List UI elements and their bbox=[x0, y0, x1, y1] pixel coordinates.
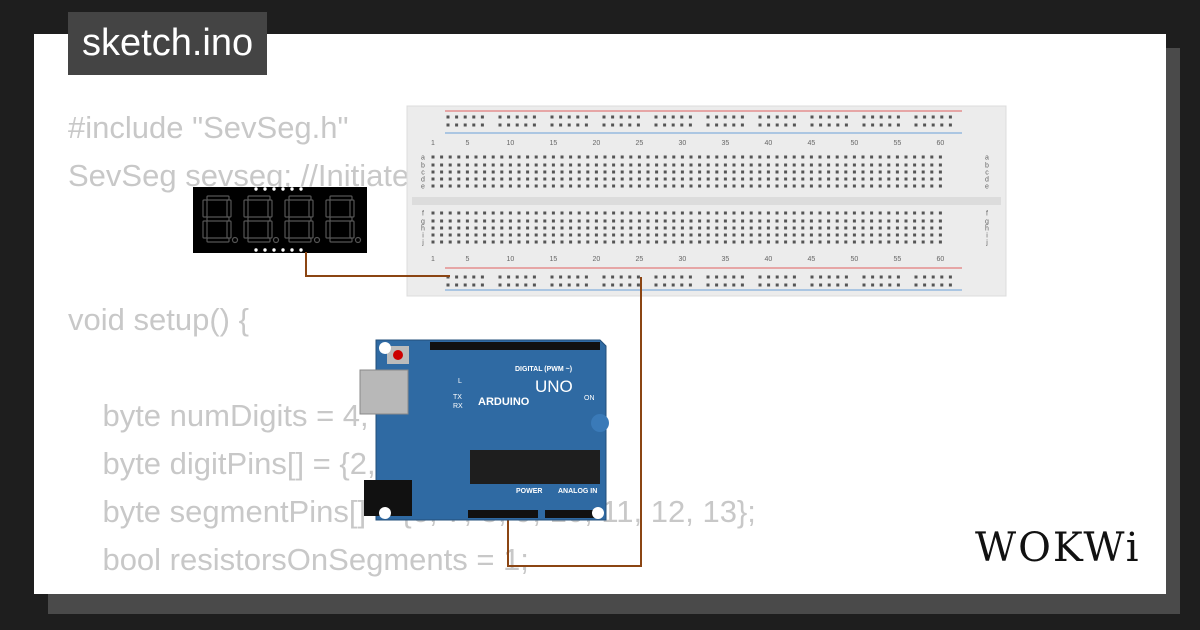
row-letter: h bbox=[421, 226, 425, 233]
code-line: #include "SevSeg.h" bbox=[68, 110, 349, 145]
column-number: 1 bbox=[431, 256, 435, 263]
column-number: 20 bbox=[593, 140, 601, 147]
code-line: bool resistorsOnSegments = 1; bbox=[68, 542, 529, 577]
row-letter: e bbox=[985, 184, 989, 191]
digital-label: DIGITAL (PWM ~) bbox=[515, 366, 572, 373]
row-letter: f bbox=[422, 211, 424, 218]
code-line: void setup() { bbox=[68, 302, 249, 337]
row-letter: g bbox=[421, 219, 425, 226]
row-letter: b bbox=[985, 163, 989, 170]
column-number: 35 bbox=[722, 140, 730, 147]
row-letter: i bbox=[422, 233, 424, 240]
row-letter: d bbox=[421, 177, 425, 184]
model-label: UNO bbox=[535, 377, 573, 396]
row-letter: a bbox=[985, 155, 989, 162]
analog-label: ANALOG IN bbox=[558, 488, 597, 495]
column-number: 55 bbox=[894, 256, 902, 263]
led-label-l: L bbox=[458, 378, 462, 385]
analog-header bbox=[545, 510, 600, 518]
brand-label: ARDUINO bbox=[478, 396, 530, 408]
breadboard-holes bbox=[431, 115, 952, 287]
column-number: 45 bbox=[808, 140, 816, 147]
led-label-rx: RX bbox=[453, 403, 463, 410]
column-number: 5 bbox=[465, 140, 469, 147]
logo-text: WOKWi bbox=[975, 525, 1141, 571]
led-label-on: ON bbox=[584, 395, 595, 402]
column-number: 5 bbox=[465, 256, 469, 263]
display-pins bbox=[254, 187, 303, 252]
column-number: 60 bbox=[937, 256, 945, 263]
row-letter: h bbox=[985, 226, 989, 233]
wokwi-logo: WOKWi bbox=[975, 525, 1141, 571]
power-label: POWER bbox=[516, 488, 542, 495]
arduino-uno-board[interactable]: ARDUINO UNO DIGITAL (PWM ~) POWER ANALOG… bbox=[359, 339, 609, 521]
column-number: 1 bbox=[431, 140, 435, 147]
row-letter: e bbox=[421, 184, 425, 191]
column-number: 30 bbox=[679, 256, 687, 263]
column-number: 10 bbox=[507, 256, 515, 263]
display-digits bbox=[202, 195, 362, 244]
code-line: sevseg.begin(COMMON_ANODE, numDigits, di… bbox=[68, 584, 1166, 594]
column-number: 40 bbox=[765, 256, 773, 263]
row-letter: a bbox=[421, 155, 425, 162]
column-number: 25 bbox=[636, 140, 644, 147]
digital-header bbox=[430, 342, 600, 350]
row-letter: i bbox=[986, 233, 988, 240]
led-label-tx: TX bbox=[453, 394, 462, 401]
column-number: 20 bbox=[593, 256, 601, 263]
power-header bbox=[468, 510, 538, 518]
row-letter: b bbox=[421, 163, 425, 170]
row-letter: d bbox=[985, 177, 989, 184]
row-letter: g bbox=[985, 219, 989, 226]
column-number: 55 bbox=[894, 140, 902, 147]
column-number: 10 bbox=[507, 140, 515, 147]
column-number: 50 bbox=[851, 256, 859, 263]
column-number: 45 bbox=[808, 256, 816, 263]
code-line: byte numDigits = 4; bbox=[68, 398, 369, 433]
column-number: 15 bbox=[550, 256, 558, 263]
column-number: 15 bbox=[550, 140, 558, 147]
column-number: 40 bbox=[765, 140, 773, 147]
column-number: 25 bbox=[636, 256, 644, 263]
row-letter: f bbox=[986, 211, 988, 218]
column-number: 50 bbox=[851, 140, 859, 147]
column-number: 60 bbox=[937, 140, 945, 147]
column-number: 35 bbox=[722, 256, 730, 263]
file-name: sketch.ino bbox=[82, 22, 254, 64]
row-letter: j bbox=[421, 240, 424, 247]
row-letter: j bbox=[985, 240, 988, 247]
row-letter: c bbox=[421, 170, 425, 177]
row-letter: c bbox=[985, 170, 989, 177]
file-tab[interactable]: sketch.ino bbox=[68, 12, 268, 75]
wires bbox=[305, 252, 642, 567]
seven-segment-display[interactable] bbox=[193, 187, 367, 253]
column-number: 30 bbox=[679, 140, 687, 147]
